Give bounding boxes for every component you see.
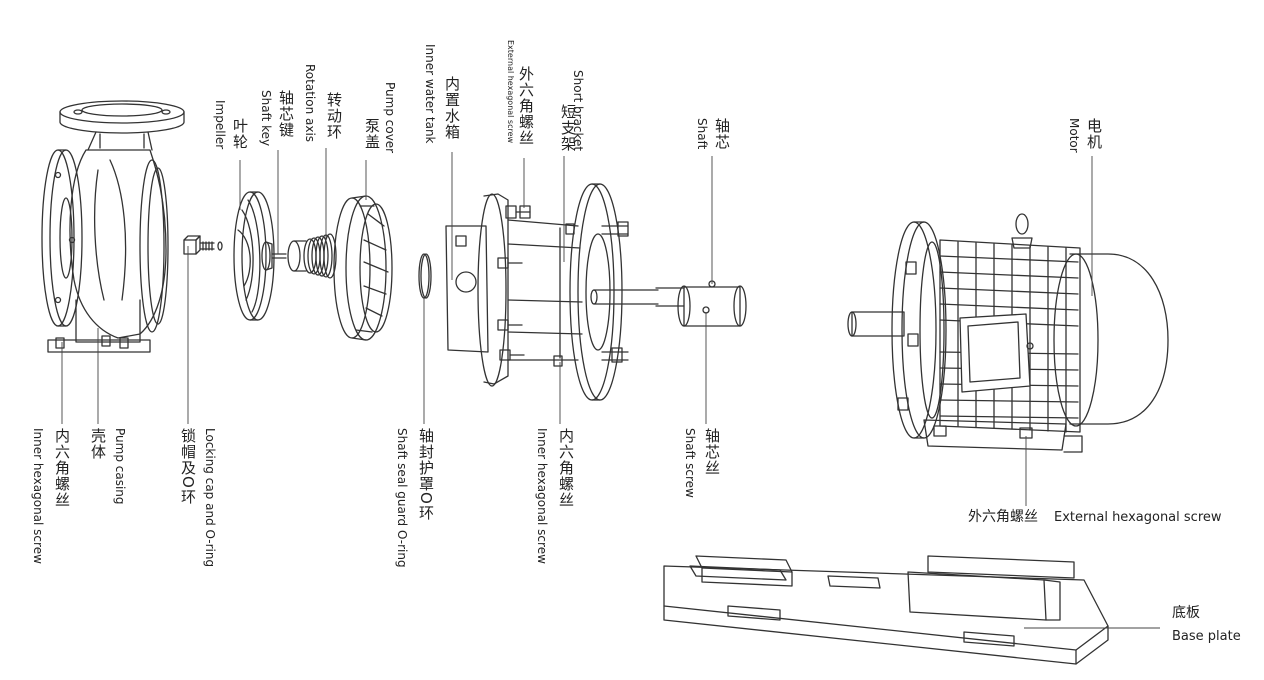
rotation-axis-zh: 转动环 bbox=[325, 92, 343, 140]
shaft-seal-o-ring-drawing bbox=[418, 253, 432, 299]
short-bracket-en: Short bracket bbox=[571, 70, 585, 152]
base-plate-drawing bbox=[663, 555, 1109, 665]
pump-casing-drawing bbox=[41, 100, 185, 353]
locking-cap-drawing bbox=[183, 235, 223, 255]
inner-hex-screw-mid-zh: 内六角螺丝 bbox=[557, 428, 575, 508]
motor-drawing bbox=[847, 213, 1169, 453]
bracket-drawing bbox=[445, 183, 629, 401]
pump-cover-en: Pump cover bbox=[383, 82, 397, 154]
rotation-axis-en: Rotation axis bbox=[303, 64, 317, 143]
base-plate-en: Base plate bbox=[1172, 629, 1241, 644]
short-bracket-zh: 短支架 bbox=[559, 104, 577, 152]
inner-hex-screw-mid-en: Inner hexagonal screw bbox=[535, 428, 549, 564]
leader-lines bbox=[61, 148, 1160, 629]
external-hex-screw-top-zh: 外六角螺丝 bbox=[517, 66, 535, 146]
shaft-drawing bbox=[590, 280, 747, 327]
impeller-zh: 叶轮 bbox=[231, 118, 249, 150]
shaft-key-zh: 轴芯键 bbox=[277, 90, 295, 138]
shaft-seal-guard-zh: 轴封护罩O环 bbox=[417, 428, 435, 521]
pump-casing-en: Pump casing bbox=[113, 428, 127, 505]
shaft-en: Shaft bbox=[695, 118, 709, 150]
shaft-screw-en: Shaft screw bbox=[683, 428, 697, 498]
inner-hex-screw-left-en: Inner hexagonal screw bbox=[31, 428, 45, 564]
external-hex-screw-bottom-zh: 外六角螺丝 bbox=[968, 509, 1038, 525]
pump-casing-zh: 壳体 bbox=[89, 428, 107, 460]
locking-cap-zh: 锁帽及O环 bbox=[179, 428, 197, 505]
rotation-ring-drawing bbox=[287, 233, 337, 279]
motor-zh: 电机 bbox=[1085, 118, 1103, 150]
external-hex-screw-bottom-en: External hexagonal screw bbox=[1054, 510, 1222, 525]
external-hex-screw-top-en: External hexagonal screw bbox=[506, 40, 515, 144]
impeller-en: Impeller bbox=[213, 100, 227, 150]
inner-hex-screw-left-zh: 内六角螺丝 bbox=[53, 428, 71, 508]
shaft-seal-guard-en: Shaft seal guard O-ring bbox=[395, 428, 409, 568]
shaft-key-en: Shaft key bbox=[259, 90, 273, 147]
impeller-drawing bbox=[233, 191, 287, 321]
pump-cover-drawing bbox=[333, 195, 393, 341]
pump-cover-zh: 泵盖 bbox=[363, 118, 381, 150]
shaft-screw-zh: 轴芯丝 bbox=[703, 428, 721, 476]
shaft-zh: 轴芯 bbox=[713, 118, 731, 150]
locking-cap-en: Locking cap and O-ring bbox=[203, 428, 217, 568]
inner-water-tank-en: Inner water tank bbox=[423, 44, 437, 144]
base-plate-zh: 底板 bbox=[1172, 605, 1200, 621]
motor-en: Motor bbox=[1067, 118, 1081, 153]
inner-water-tank-zh: 内置水箱 bbox=[443, 76, 461, 140]
